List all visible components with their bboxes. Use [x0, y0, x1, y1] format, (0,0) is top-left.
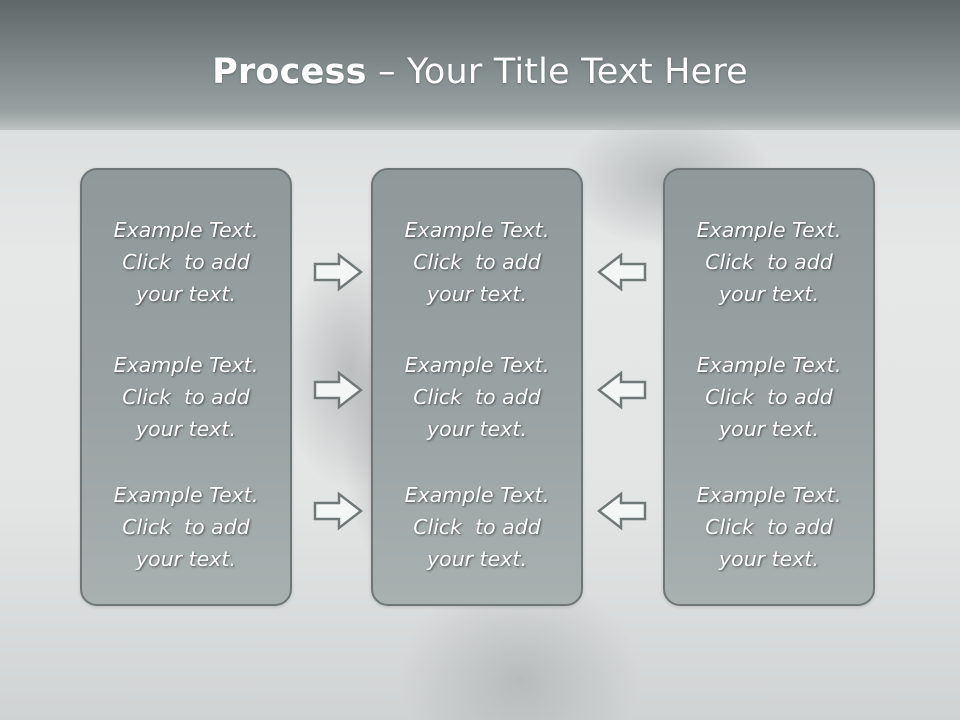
arrow-right-icon: [313, 252, 363, 292]
text-line: Click to add: [705, 515, 833, 539]
text-line: Example Text.: [113, 353, 259, 377]
text-line: Example Text.: [404, 483, 550, 507]
text-line: Example Text.: [113, 483, 259, 507]
arrow-left-icon: [597, 370, 647, 410]
arrow-left-icon: [597, 252, 647, 292]
text-placeholder[interactable]: Example Text. Click to add your text.: [665, 214, 873, 310]
text-line: your text.: [136, 417, 236, 441]
text-line: your text.: [136, 547, 236, 571]
text-line: your text.: [427, 417, 527, 441]
text-line: Example Text.: [696, 218, 842, 242]
text-line: your text.: [719, 282, 819, 306]
process-column-right: Example Text. Click to add your text. Ex…: [663, 168, 875, 606]
arrow-left-icon: [597, 491, 647, 531]
text-placeholder[interactable]: Example Text. Click to add your text.: [665, 479, 873, 575]
text-line: Example Text.: [113, 218, 259, 242]
text-line: Example Text.: [404, 218, 550, 242]
text-line: Click to add: [122, 515, 250, 539]
text-line: your text.: [136, 282, 236, 306]
text-placeholder[interactable]: Example Text. Click to add your text.: [373, 349, 581, 445]
text-placeholder[interactable]: Example Text. Click to add your text.: [665, 349, 873, 445]
slide-title[interactable]: Process – Your Title Text Here: [0, 52, 960, 92]
text-line: Click to add: [122, 250, 250, 274]
title-rest: – Your Title Text Here: [366, 52, 748, 92]
text-line: Example Text.: [404, 353, 550, 377]
process-column-middle: Example Text. Click to add your text. Ex…: [371, 168, 583, 606]
text-line: Click to add: [705, 385, 833, 409]
text-line: Example Text.: [696, 353, 842, 377]
text-line: Click to add: [705, 250, 833, 274]
text-placeholder[interactable]: Example Text. Click to add your text.: [82, 349, 290, 445]
text-placeholder[interactable]: Example Text. Click to add your text.: [373, 479, 581, 575]
text-placeholder[interactable]: Example Text. Click to add your text.: [373, 214, 581, 310]
text-line: your text.: [719, 547, 819, 571]
title-band: [0, 0, 960, 130]
text-line: your text.: [427, 282, 527, 306]
text-line: your text.: [427, 547, 527, 571]
arrow-right-icon: [313, 370, 363, 410]
text-placeholder[interactable]: Example Text. Click to add your text.: [82, 214, 290, 310]
text-line: your text.: [719, 417, 819, 441]
text-line: Click to add: [413, 515, 541, 539]
text-line: Click to add: [413, 250, 541, 274]
text-line: Click to add: [413, 385, 541, 409]
text-placeholder[interactable]: Example Text. Click to add your text.: [82, 479, 290, 575]
process-column-left: Example Text. Click to add your text. Ex…: [80, 168, 292, 606]
text-line: Example Text.: [696, 483, 842, 507]
title-bold: Process: [212, 52, 367, 92]
text-line: Click to add: [122, 385, 250, 409]
arrow-right-icon: [313, 491, 363, 531]
